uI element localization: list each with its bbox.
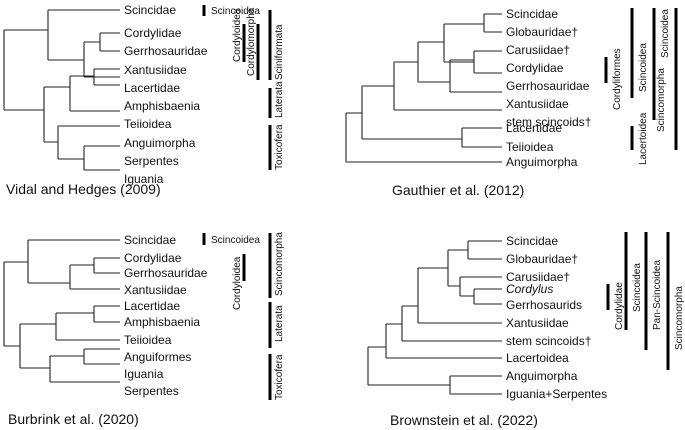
taxon-label: Amphisbaenia <box>124 315 200 329</box>
group-label: Laterata <box>274 305 285 342</box>
group-label: Scincoidea <box>638 43 649 92</box>
taxon-label: stem scincoids† <box>506 334 591 348</box>
taxon-label: Gerrhosauridae <box>506 79 590 93</box>
tree-branches <box>367 240 502 395</box>
taxon-label: Teiioidea <box>506 140 554 154</box>
group-label: Scincoidea <box>211 6 260 17</box>
taxon-label: Xantusiidae <box>506 316 569 330</box>
panel-vidal-hedges: Scincidae Cordylidae Gerrhosauridae Xant… <box>3 3 285 197</box>
taxon-label: Lacertoidea <box>506 351 569 365</box>
taxon-label: Lacertidae <box>506 121 562 135</box>
taxon-label: Lacertidae <box>124 81 180 95</box>
taxon-label: Carusiidae† <box>506 270 570 284</box>
group-label: Scincomorpha <box>674 286 685 350</box>
taxon-label: Teiioidea <box>124 333 172 347</box>
group-label: Scincomorpha <box>656 68 667 132</box>
taxon-label: Gerrhosauridae <box>124 266 208 280</box>
taxon-label: Teiioidea <box>124 117 172 131</box>
taxon-label: Amphisbaenia <box>124 99 200 113</box>
group-label: Cordyloidea <box>232 8 243 62</box>
taxon-label: Anguimorpha <box>124 136 196 150</box>
group-label: Toxicofera <box>274 124 285 170</box>
tree-branches <box>345 13 502 163</box>
panel-caption: Vidal and Hedges (2009) <box>6 181 161 197</box>
tree-branches <box>3 239 120 383</box>
taxon-label: Scincidae <box>506 234 558 248</box>
taxon-label: Gerrhosauridae <box>124 44 208 58</box>
taxon-label: Scincidae <box>124 233 176 247</box>
panel-caption: Burbrink et al. (2020) <box>8 411 139 427</box>
taxon-label: Cordylidae <box>506 61 564 75</box>
group-label: Pan-Scincoidea <box>652 260 663 330</box>
group-label: Scincoidea <box>211 235 260 246</box>
group-label: Cordyloidea <box>232 256 243 310</box>
taxon-label: Xantusiidae <box>506 97 569 111</box>
taxon-label: Globauridae† <box>506 252 578 266</box>
panel-caption: Brownstein et al. (2022) <box>390 412 538 428</box>
group-label: Toxicofera <box>274 354 285 400</box>
panel-burbrink: Scincidae Cordylidae Gerrhosauridae Xant… <box>3 232 285 427</box>
taxon-label: Xantusiidae <box>124 283 187 297</box>
group-label: Cordylidae <box>614 282 625 330</box>
taxon-label: Scincidae <box>506 7 558 21</box>
group-label: Cordyliformes <box>612 48 623 110</box>
taxon-label: Iguania+Serpentes <box>506 387 607 401</box>
taxon-label: stem scincoids† <box>506 115 591 129</box>
taxon-label: Gerrhosaurids <box>506 298 582 312</box>
panel-gauthier: Scincidae Globauridae† Carusiidae† Cordy… <box>345 7 678 198</box>
taxon-label: Anguiformes <box>124 350 191 364</box>
taxon-label: Globauridae† <box>506 25 578 39</box>
taxon-label: Iguania <box>124 172 164 186</box>
group-label: Cordylomorpha <box>246 7 257 76</box>
taxon-label: Iguania <box>124 367 164 381</box>
group-label: Lacertoidea <box>638 112 649 165</box>
taxon-label: Lacertidae <box>124 299 180 313</box>
taxon-label: Anguimorpha <box>506 369 578 383</box>
taxon-label: Anguimorpha <box>506 155 578 169</box>
group-label: Laterata <box>274 81 285 118</box>
tree-branches <box>3 9 120 171</box>
taxon-label: Xantusiidae <box>124 63 187 77</box>
taxon-label: Carusiidae† <box>506 43 570 57</box>
taxon-label: Scincidae <box>124 3 176 17</box>
group-label: Sciniformata <box>274 24 285 80</box>
taxon-label: Cordylus <box>506 282 553 296</box>
taxon-label: Cordylidae <box>124 251 182 265</box>
group-label: Scincoidea <box>660 9 671 58</box>
taxon-label: Serpentes <box>124 154 179 168</box>
panel-caption: Gauthier et al. (2012) <box>392 182 524 198</box>
group-label: Scincomorpha <box>274 232 285 296</box>
taxon-label: Cordylidae <box>124 26 182 40</box>
panel-brownstein: Scincidae Globauridae† Carusiidae† Cordy… <box>367 232 685 428</box>
taxon-label: Serpentes <box>124 384 179 398</box>
group-label: Scincoidea <box>632 263 643 312</box>
